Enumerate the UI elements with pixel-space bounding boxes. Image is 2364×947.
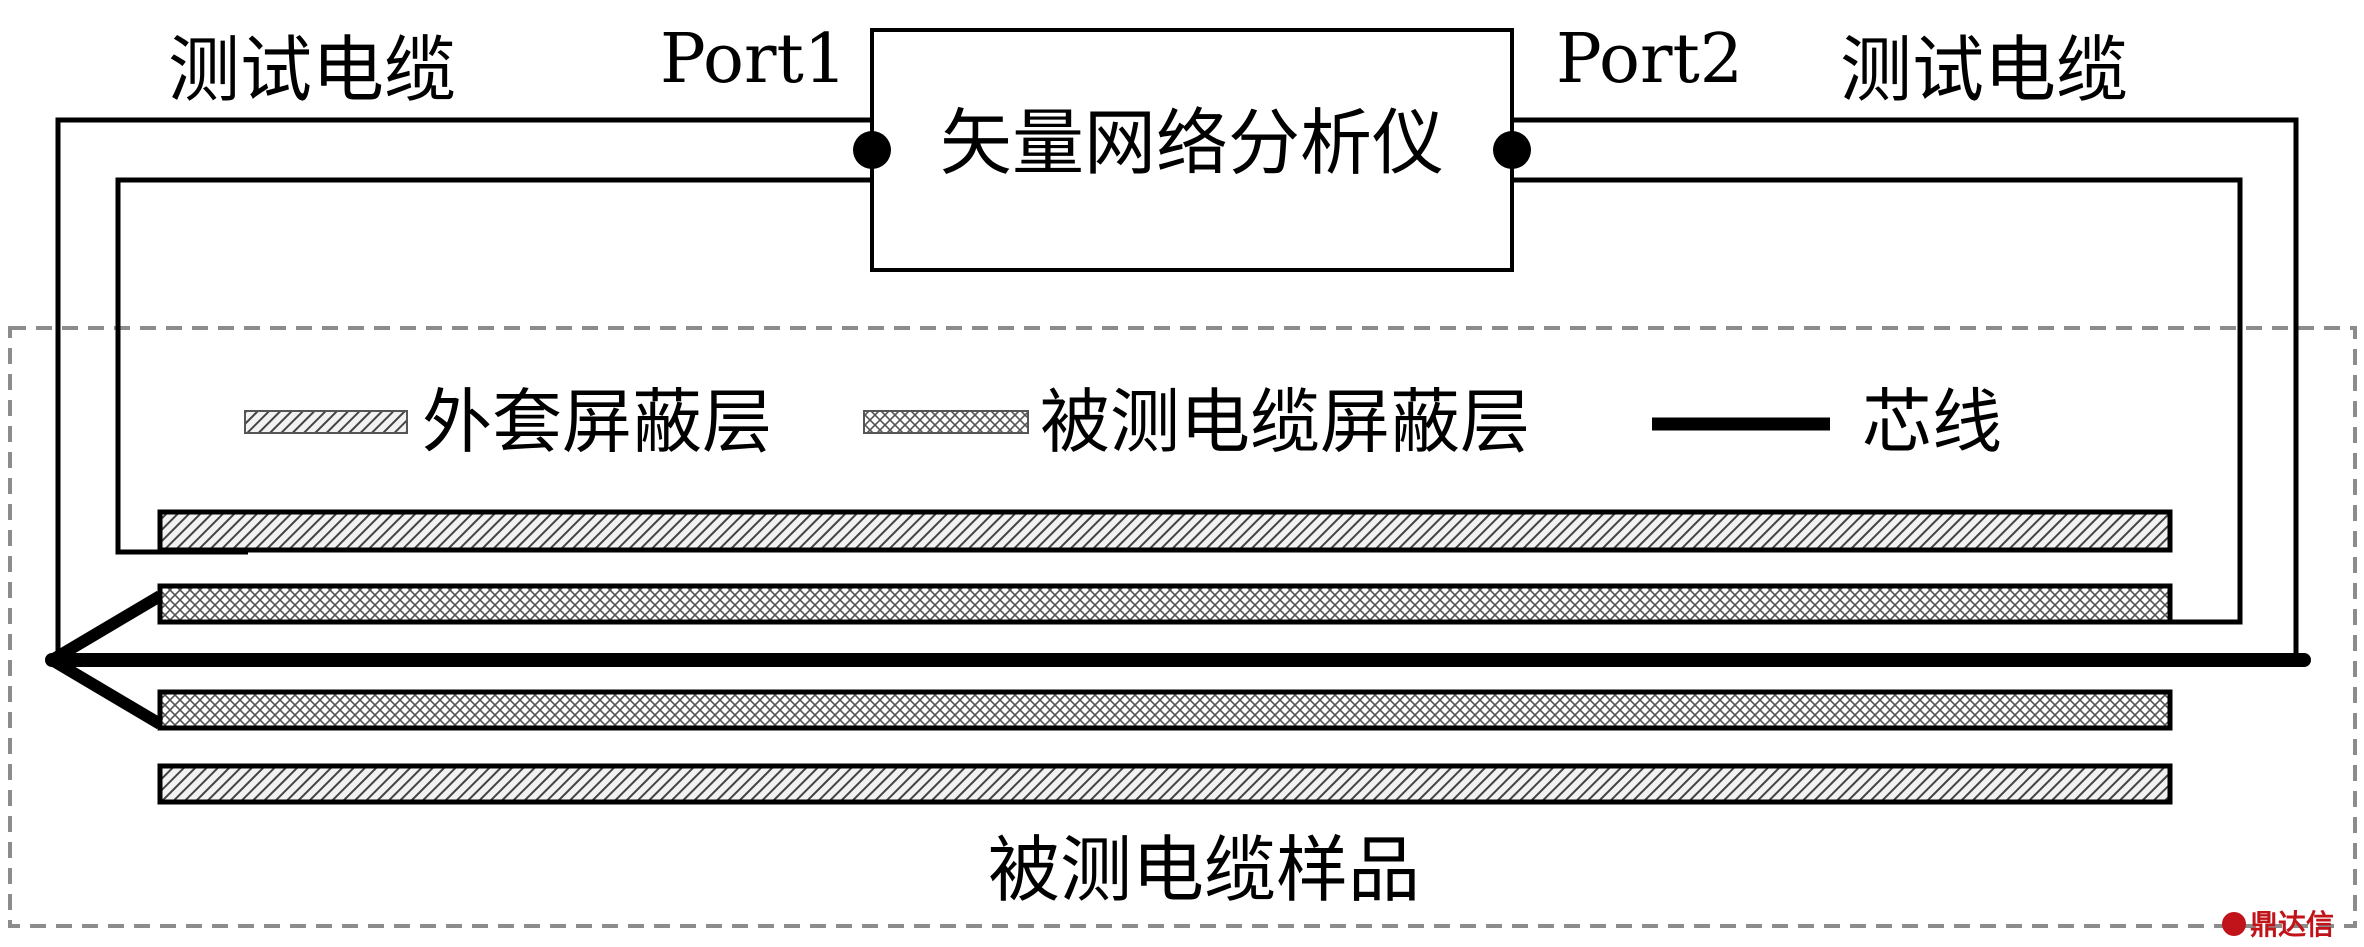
- port1-connector: [853, 131, 891, 169]
- left-test-cable-core: [55, 117, 872, 662]
- watermark: 鼎达信: [2222, 908, 2334, 941]
- left-test-cable-shield: [115, 177, 872, 555]
- analyzer-label: 矢量网络分析仪: [940, 101, 1444, 185]
- cable-shield-top: [157, 583, 2173, 625]
- right-cable-label: 测试电缆: [1840, 28, 2128, 112]
- outer-sheath-top: [157, 509, 2173, 553]
- right-test-cable-core: [1512, 117, 2299, 660]
- legend-swatch-outer-sheath: [244, 410, 408, 434]
- left-cable-label: 测试电缆: [168, 28, 456, 112]
- right-test-cable-shield: [1512, 177, 2243, 625]
- legend: 外套屏蔽层 被测电缆屏蔽层 芯线: [244, 381, 2002, 463]
- legend-label-cable-shield: 被测电缆屏蔽层: [1040, 381, 1530, 463]
- legend-label-outer-sheath: 外套屏蔽层: [422, 381, 772, 463]
- watermark-text: 鼎达信: [2250, 908, 2334, 941]
- shield-junction: [46, 590, 164, 730]
- port1-label: Port1: [660, 20, 847, 99]
- sample-boundary: [8, 326, 2357, 928]
- port2-label: Port2: [1556, 20, 1743, 99]
- legend-label-core: 芯线: [1862, 381, 2002, 463]
- watermark-logo-icon: [2222, 912, 2246, 936]
- legend-swatch-cable-shield: [863, 410, 1029, 434]
- port2-connector: [1493, 131, 1531, 169]
- sample-label: 被测电缆样品: [988, 828, 1420, 912]
- cable-shield-bottom: [157, 689, 2173, 731]
- analyzer-box: [870, 28, 1514, 272]
- outer-sheath-bottom: [157, 763, 2173, 805]
